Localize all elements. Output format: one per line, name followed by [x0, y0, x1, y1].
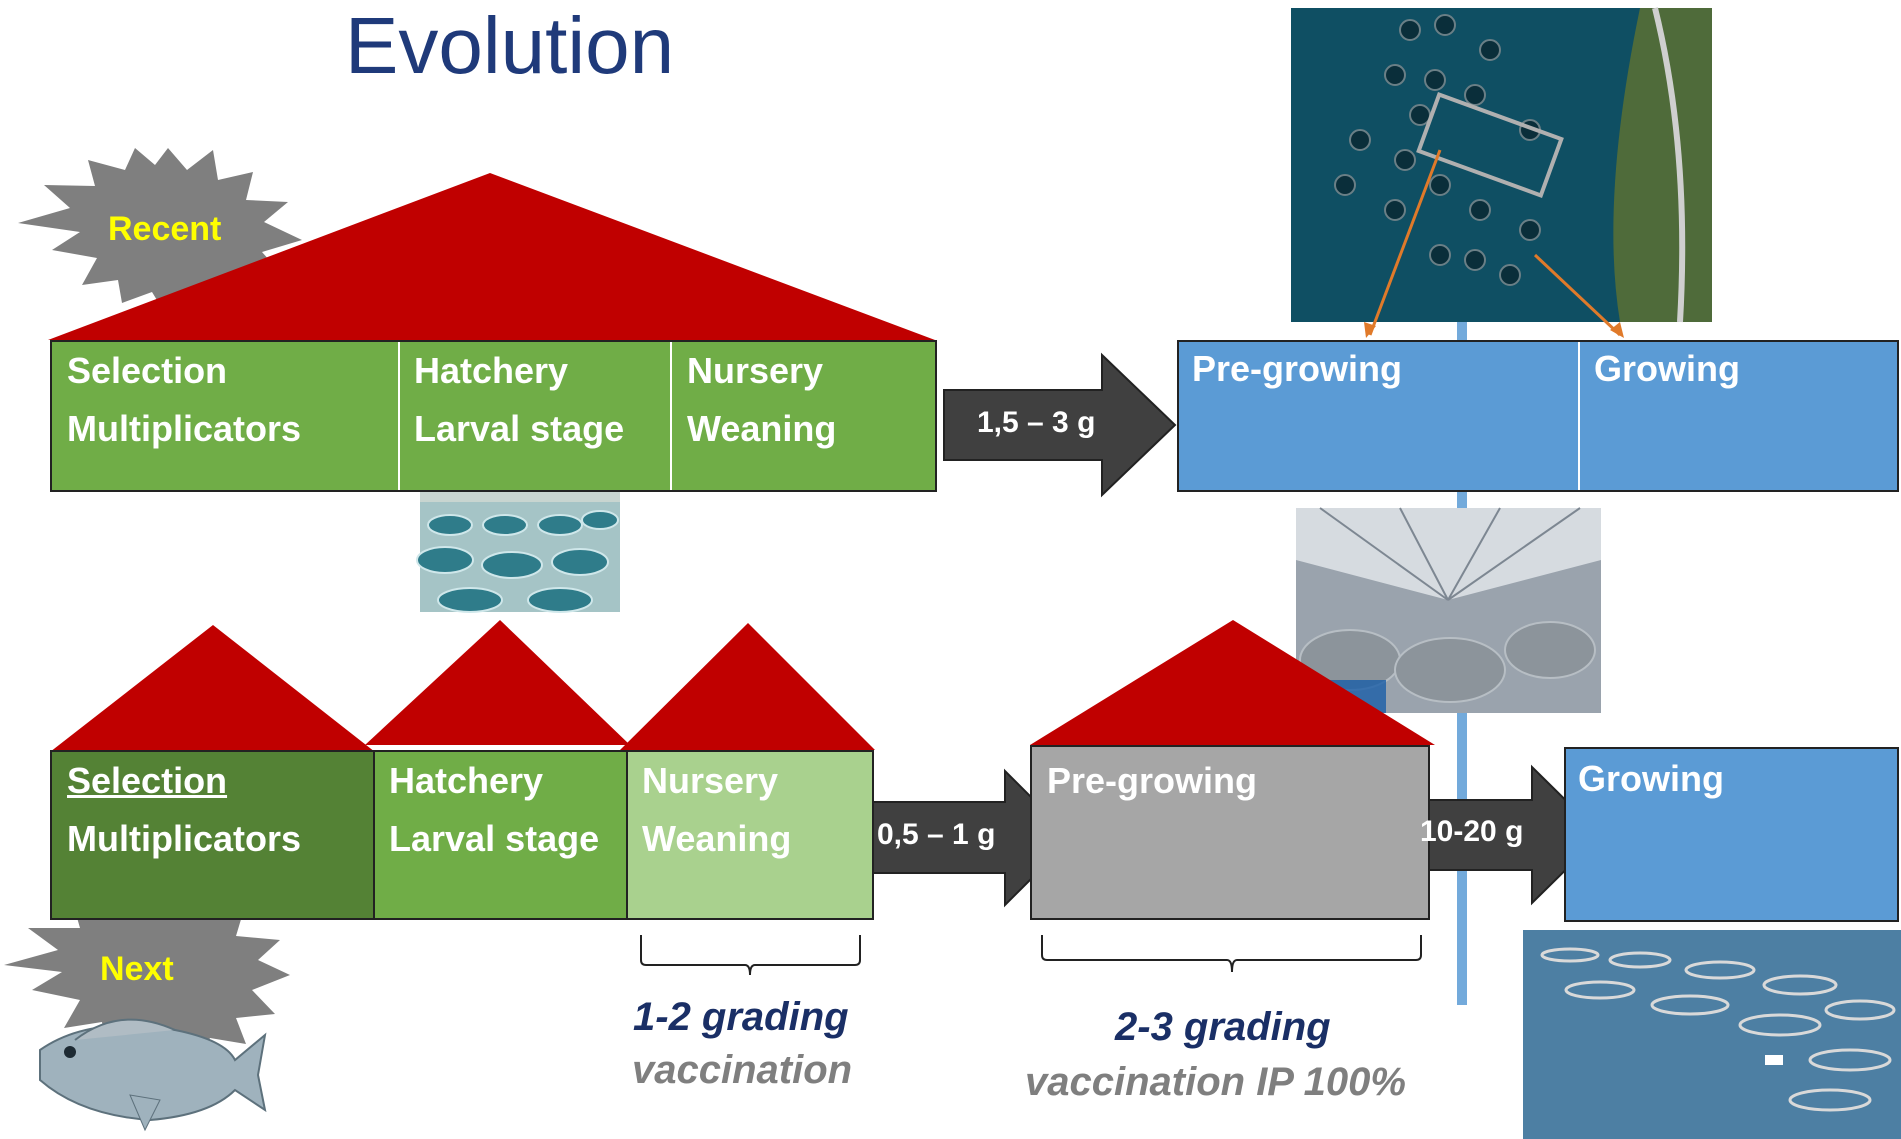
pregrowing-grading-note: 2-3 grading — [1115, 1005, 1331, 1049]
next-pregrowing-label: Pre-growing — [1047, 760, 1258, 801]
next-growing-block — [1564, 747, 1899, 922]
next-selection-label: Selection — [67, 760, 228, 801]
recent-farm-separator — [1578, 342, 1580, 490]
next-hatchery-roof — [365, 620, 630, 745]
recent-transfer-weight: 1,5 – 3 g — [977, 406, 1096, 439]
page-title: Evolution — [345, 1, 675, 90]
next-pregrowing-roof — [1030, 620, 1435, 745]
next-transfer-weight-1: 0,5 – 1 g — [877, 818, 996, 851]
pregrowing-bracket — [1041, 935, 1422, 973]
recent-nursery-label: Nursery — [687, 350, 824, 391]
next-nursery-label: Nursery — [642, 760, 779, 801]
recent-weaning-label: Weaning — [687, 408, 837, 449]
next-transfer-weight-2: 10-20 g — [1420, 815, 1524, 848]
recent-block-separator-1 — [398, 342, 400, 490]
recent-block-separator-2 — [670, 342, 672, 490]
indoor-tank-farm-photo — [1296, 507, 1601, 713]
sea-bream-fish-illustration — [39, 1018, 267, 1132]
next-weaning-label: Weaning — [642, 818, 792, 859]
next-hatchery-label: Hatchery — [389, 760, 544, 801]
next-hatchery-block — [373, 750, 628, 920]
nursery-bracket — [640, 935, 861, 976]
next-selection-roof — [50, 625, 375, 752]
next-nursery-roof — [620, 623, 875, 750]
recent-farm-block — [1177, 340, 1899, 492]
next-multiplicators-label: Multiplicators — [67, 818, 302, 859]
recent-hatchery-block — [50, 340, 937, 492]
next-pregrowing-block — [1030, 745, 1430, 920]
next-badge: Next — [100, 950, 174, 988]
nursery-vaccination-note: vaccination — [632, 1048, 853, 1092]
next-nursery-block — [626, 750, 874, 920]
next-growing-label: Growing — [1578, 758, 1724, 799]
recent-growing-label: Growing — [1594, 348, 1740, 389]
next-larval-stage-label: Larval stage — [389, 818, 600, 859]
recent-selection-label: Selection — [67, 350, 228, 391]
offshore-cages-photo — [1523, 930, 1901, 1139]
recent-hatchery-label: Hatchery — [414, 350, 569, 391]
next-burst-shape — [4, 882, 290, 1062]
recent-pregrowing-label: Pre-growing — [1192, 348, 1403, 389]
recent-multiplicators-label: Multiplicators — [67, 408, 302, 449]
recent-transfer-arrow — [943, 352, 1177, 498]
nursery-grading-note: 1-2 grading — [633, 995, 849, 1039]
pregrowing-vaccination-note: vaccination IP 100% — [1025, 1060, 1406, 1104]
recent-badge: Recent — [108, 210, 222, 248]
recent-larval-stage-label: Larval stage — [414, 408, 625, 449]
sea-cages-aerial-photo — [1291, 7, 1712, 338]
next-selection-block — [50, 750, 375, 920]
recent-roof — [48, 173, 935, 340]
